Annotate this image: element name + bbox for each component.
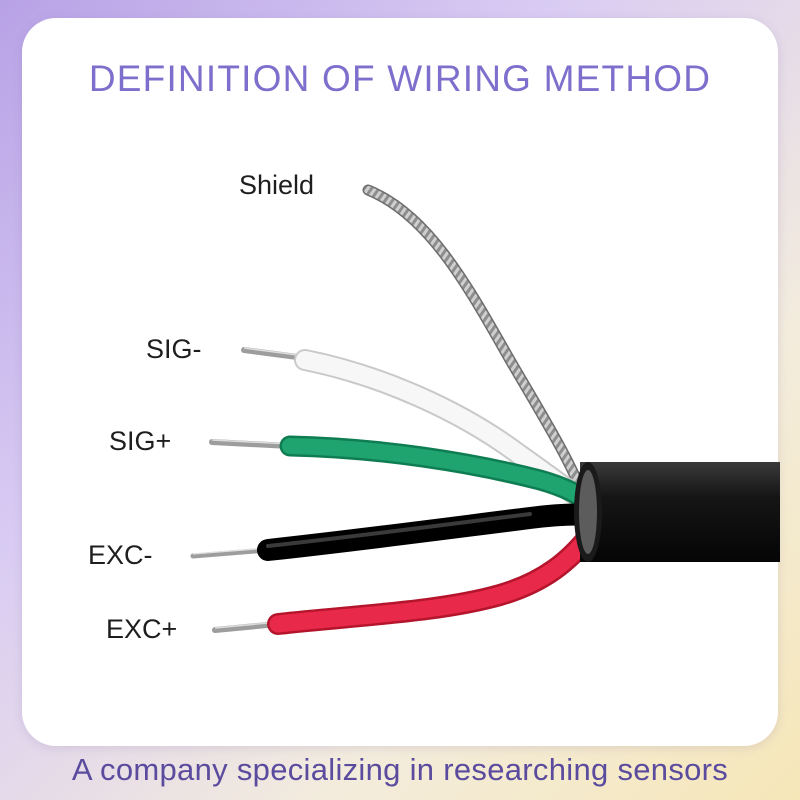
cable-jacket [574, 462, 780, 562]
exc-minus-label: EXC- [88, 540, 153, 570]
exc-plus-label: EXC+ [106, 614, 178, 644]
exc-plus-wire [212, 524, 601, 635]
exc-minus-wire [190, 503, 603, 561]
shield-wire [362, 184, 591, 506]
shield-label: Shield [239, 170, 315, 200]
company-tagline: A company specializing in researching se… [71, 752, 729, 787]
sig-plus-wire [209, 435, 603, 516]
sig-plus-label: SIG+ [109, 426, 172, 456]
page-title: DEFINITION OF WIRING METHOD [88, 58, 712, 99]
sig-minus-label: SIG- [146, 334, 202, 364]
